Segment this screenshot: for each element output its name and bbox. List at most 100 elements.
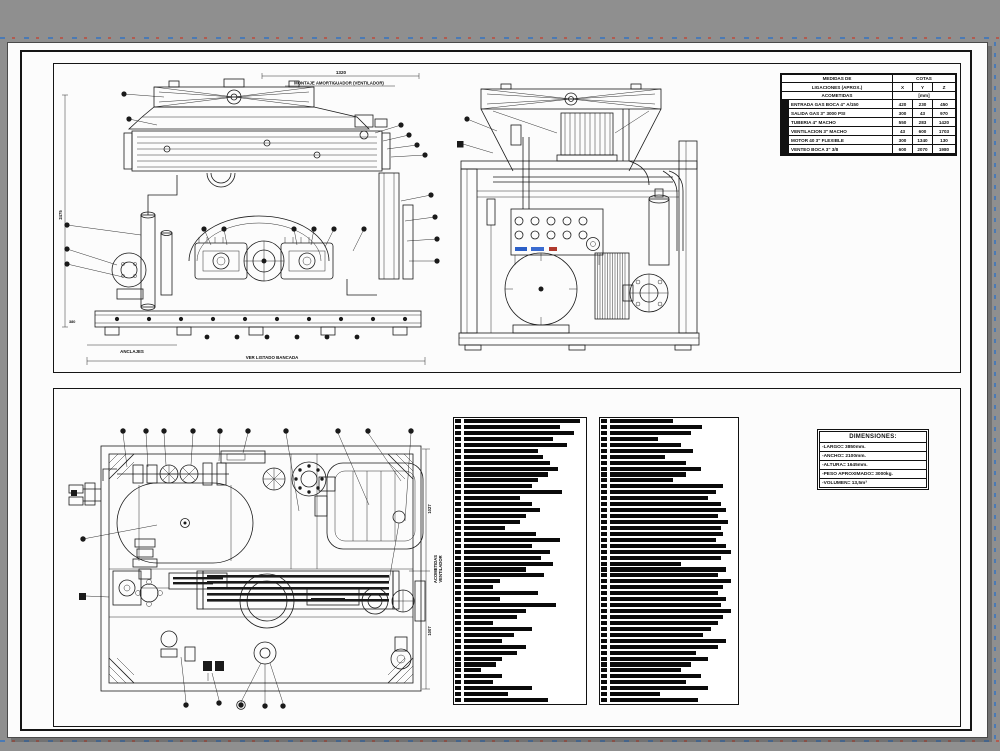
pump-side (622, 273, 669, 313)
parts-list-row-index (601, 514, 607, 519)
parts-list-row-index (601, 668, 607, 673)
row-marker (782, 136, 789, 145)
value-z: 450 (933, 100, 955, 109)
parts-list-row (600, 572, 738, 578)
parts-list-row (600, 691, 738, 697)
parts-list-row (600, 501, 738, 507)
dimensions-title: DIMENSIONES: (849, 434, 897, 440)
parts-list-row-text-bar (464, 549, 550, 554)
parts-list-row (454, 626, 586, 632)
parts-list-row-index (455, 591, 461, 596)
parts-list-row-text-bar (464, 424, 560, 430)
parts-list-row-index (601, 662, 607, 667)
axis-x-header: X (893, 83, 913, 92)
parts-list-row-text-bar (464, 603, 556, 608)
parts-list-row-index (455, 525, 461, 530)
parts-list-row-index (455, 585, 461, 590)
parts-list-row-index (455, 537, 461, 542)
parts-list-row (454, 667, 586, 673)
parts-list-row (454, 661, 586, 667)
drawing-sheet: 1320 MONTAJE AMORTIGUADOR (VENTILADOR) (7, 42, 988, 738)
unit-header: [mm] (893, 92, 955, 100)
acometidas-header: ACOMETIDAS (782, 92, 893, 100)
vessel-side (504, 252, 578, 334)
parts-list-row-index (601, 638, 607, 643)
parts-list-row-index (601, 419, 607, 424)
parts-list-row-index (455, 579, 461, 584)
parts-list-row-index (601, 650, 607, 655)
sheet-border (20, 50, 972, 731)
parts-list-row-index (455, 454, 461, 459)
parts-list-row-text-bar (464, 472, 548, 477)
parts-list-row-index (455, 424, 461, 430)
parts-list-row-text-bar (610, 620, 718, 625)
parts-list-row (600, 531, 738, 537)
left-tank-end (111, 252, 147, 300)
parts-list-row (454, 679, 586, 685)
row-marker (782, 109, 789, 118)
cooler-plan (196, 570, 400, 610)
parts-list-row-index (455, 620, 461, 625)
parts-list-row-text-bar (610, 519, 728, 525)
parts-list-row (600, 590, 738, 596)
parts-list-row-index (455, 466, 461, 471)
connections-table-header-row2: LIGACIONES (APROX.) X Y Z (782, 83, 955, 92)
parts-list-row (600, 561, 738, 567)
parts-list-row (600, 454, 738, 460)
parts-list-row (454, 519, 586, 525)
value-y: 283 (913, 118, 933, 127)
connection-desc: MOTOR 40 3" FLEXIBLE (789, 136, 893, 145)
parts-list-row-text-bar (464, 668, 481, 673)
parts-list-row-text-bar (610, 454, 665, 459)
parts-list-row-index (455, 561, 461, 566)
value-y: 600 (913, 127, 933, 136)
parts-list-row-index (601, 632, 607, 637)
parts-list-row-index (601, 591, 607, 596)
dimension-volumen: -VOLUMEN= 13,5m³ (820, 478, 926, 487)
parts-list-row-index (601, 549, 607, 554)
value-z: 970 (933, 109, 955, 118)
motor-plan (314, 462, 424, 550)
parts-list-row (600, 537, 738, 543)
parts-list-row (600, 543, 738, 549)
parts-list-row-index (455, 514, 461, 519)
parts-list-row (600, 620, 738, 626)
parts-list-row-text-bar (610, 460, 686, 465)
parts-list-row (454, 656, 586, 662)
parts-list-row (454, 525, 586, 531)
dimension-altura: -ALTURA= 1645mm. (820, 460, 926, 469)
gauge-panel (510, 208, 604, 265)
value-y: 43 (913, 109, 933, 118)
table-title-line1: MEDIDAS DE (782, 75, 893, 83)
parts-list-row (454, 596, 586, 602)
parts-list-row-text-bar (464, 638, 502, 643)
parts-list-row-text-bar (464, 609, 526, 614)
parts-list-row-text-bar (610, 502, 721, 507)
parts-list-col2 (599, 417, 739, 705)
connection-desc: TUBERIA 4" MACHO (789, 118, 893, 127)
parts-list-row-text-bar (610, 656, 708, 661)
parts-list-row-text-bar (610, 472, 686, 477)
parts-list-row-index (455, 597, 461, 602)
parts-list-row-index (601, 686, 607, 691)
parts-list-row-index (601, 561, 607, 566)
parts-list-row-text-bar (464, 537, 560, 542)
parts-list-row (454, 430, 586, 436)
accumulator-side (648, 188, 670, 266)
parts-list-row (454, 602, 586, 608)
parts-list-row (454, 537, 586, 543)
parts-list-row-index (601, 555, 607, 560)
page-guide-top (0, 37, 1000, 39)
inlet-train (102, 450, 327, 497)
value-x: 420 (893, 100, 913, 109)
parts-list-row (600, 489, 738, 495)
parts-list-row-index (455, 436, 461, 441)
parts-list-row (600, 448, 738, 454)
parts-list-row-text-bar (610, 680, 686, 685)
parts-list-row (454, 471, 586, 477)
parts-list-row-text-bar (610, 424, 702, 430)
row-marker (782, 100, 789, 109)
parts-list-row-text-bar (610, 478, 673, 483)
parts-list-row (600, 667, 738, 673)
